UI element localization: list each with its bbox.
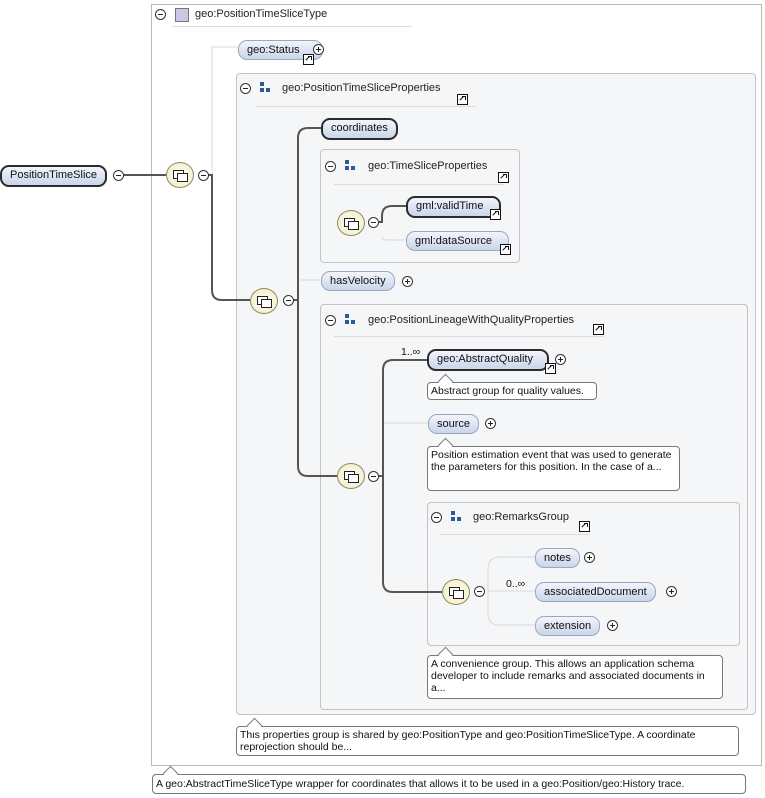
valid-time-element-node[interactable]: gml:validTime bbox=[406, 196, 502, 218]
sequence-icon[interactable] bbox=[337, 463, 365, 489]
group-icon bbox=[345, 314, 357, 326]
valid-time-link-icon[interactable] bbox=[490, 209, 501, 220]
properties-link-icon[interactable] bbox=[457, 94, 468, 105]
lineage-collapse-button[interactable] bbox=[325, 315, 336, 326]
associated-document-expand-button[interactable] bbox=[666, 586, 677, 597]
source-annotation: Position estimation event that was used … bbox=[427, 446, 680, 491]
source-expand-button[interactable] bbox=[485, 418, 496, 429]
time-slice-frame-title: geo:TimeSliceProperties bbox=[368, 160, 488, 172]
group-icon bbox=[345, 160, 357, 172]
lineage-frame-title: geo:PositionLineageWithQualityProperties bbox=[368, 314, 575, 326]
lineage-link-icon[interactable] bbox=[593, 324, 604, 335]
abstract-quality-multiplicity: 1..∞ bbox=[401, 346, 421, 358]
sequence-collapse-button[interactable] bbox=[368, 217, 379, 228]
type-frame-divider bbox=[172, 26, 412, 27]
status-link-icon[interactable] bbox=[303, 54, 314, 65]
coordinates-element-node[interactable]: coordinates bbox=[321, 118, 398, 140]
sequence-collapse-button[interactable] bbox=[283, 295, 294, 306]
type-annotation: A geo:AbstractTimeSliceType wrapper for … bbox=[152, 774, 746, 794]
type-collapse-button[interactable] bbox=[155, 9, 166, 20]
properties-frame-title: geo:PositionTimeSliceProperties bbox=[282, 82, 441, 94]
notes-expand-button[interactable] bbox=[584, 552, 595, 563]
abstract-quality-annotation: Abstract group for quality values. bbox=[427, 382, 597, 400]
sequence-icon[interactable] bbox=[337, 210, 365, 236]
root-element-node[interactable]: PositionTimeSlice bbox=[0, 165, 108, 187]
remarks-divider bbox=[440, 534, 590, 535]
notes-element-node[interactable]: notes bbox=[535, 548, 580, 568]
properties-collapse-button[interactable] bbox=[240, 83, 251, 94]
has-velocity-element-node[interactable]: hasVelocity bbox=[321, 271, 395, 291]
abstract-quality-element-node[interactable]: geo:AbstractQuality bbox=[427, 349, 549, 371]
remarks-frame-title: geo:RemarksGroup bbox=[473, 511, 569, 523]
type-frame-title: geo:PositionTimeSliceType bbox=[195, 8, 328, 20]
status-expand-button[interactable] bbox=[313, 44, 324, 55]
group-icon bbox=[451, 511, 463, 523]
complex-type-icon bbox=[175, 8, 189, 22]
remarks-link-icon[interactable] bbox=[579, 521, 590, 532]
has-velocity-expand-button[interactable] bbox=[402, 276, 413, 287]
root-collapse-button[interactable] bbox=[113, 170, 124, 181]
sequence-icon[interactable] bbox=[442, 579, 470, 605]
extension-expand-button[interactable] bbox=[607, 620, 618, 631]
sequence-collapse-button[interactable] bbox=[368, 471, 379, 482]
status-element-node[interactable]: geo:Status bbox=[238, 40, 323, 60]
associated-document-element-node[interactable]: associatedDocument bbox=[535, 582, 656, 602]
remarks-collapse-button[interactable] bbox=[431, 512, 442, 523]
associated-document-multiplicity: 0..∞ bbox=[506, 578, 526, 590]
abstract-quality-link-icon[interactable] bbox=[545, 363, 556, 374]
remarks-annotation: A convenience group. This allows an appl… bbox=[427, 655, 723, 699]
time-slice-divider bbox=[334, 184, 504, 185]
sequence-collapse-button[interactable] bbox=[474, 586, 485, 597]
group-icon bbox=[260, 82, 272, 94]
sequence-collapse-button[interactable] bbox=[198, 170, 209, 181]
sequence-icon[interactable] bbox=[250, 288, 278, 314]
source-element-node[interactable]: source bbox=[428, 414, 480, 434]
data-source-link-icon[interactable] bbox=[500, 244, 511, 255]
sequence-icon[interactable] bbox=[166, 162, 194, 188]
data-source-element-node[interactable]: gml:dataSource bbox=[406, 231, 510, 251]
time-slice-link-icon[interactable] bbox=[498, 172, 509, 183]
properties-divider bbox=[256, 106, 476, 107]
time-slice-collapse-button[interactable] bbox=[325, 161, 336, 172]
lineage-divider bbox=[334, 336, 604, 337]
extension-element-node[interactable]: extension bbox=[535, 616, 601, 636]
abstract-quality-expand-button[interactable] bbox=[555, 354, 566, 365]
properties-annotation: This properties group is shared by geo:P… bbox=[236, 726, 739, 756]
